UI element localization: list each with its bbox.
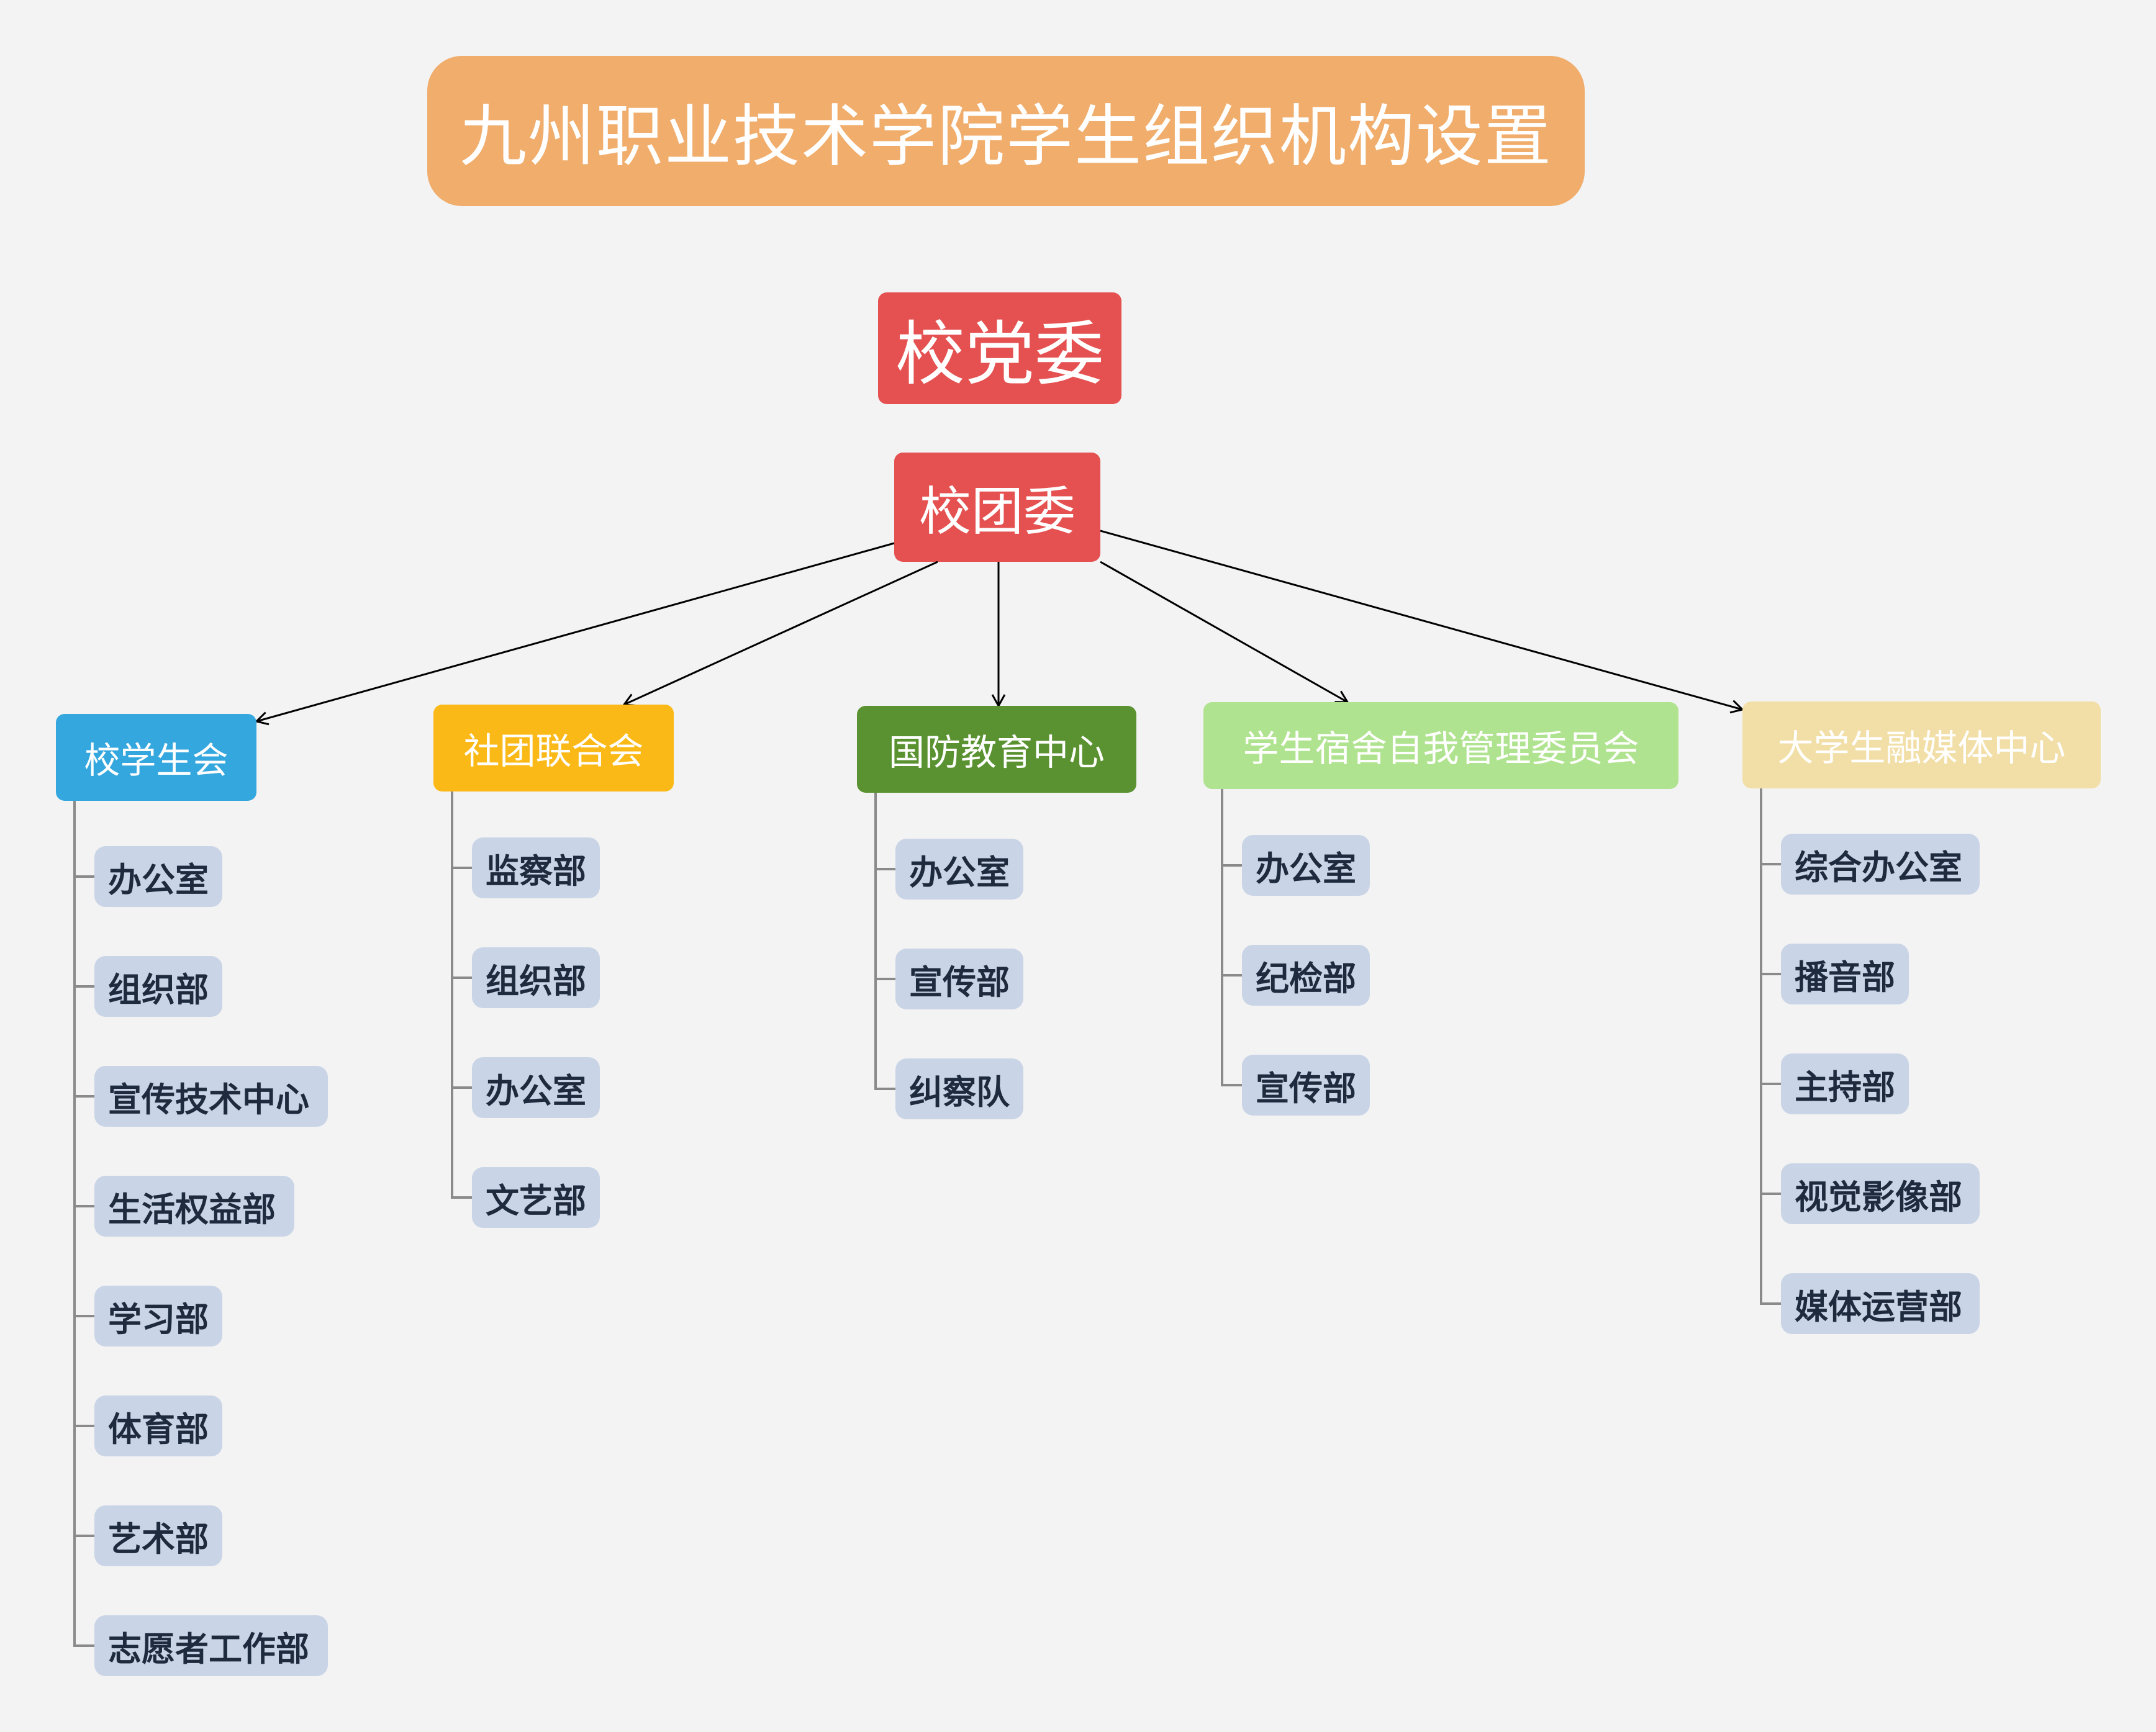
department-item[interactable]: 播音部 — [1781, 944, 1909, 1004]
leaf-connector — [1760, 1083, 1781, 1085]
branch-spine-2 — [874, 793, 877, 1090]
leaf-connector — [73, 1425, 94, 1427]
diagram-title: 九州职业技术学院学生组织机构设置 — [427, 56, 1585, 206]
node-party-committee[interactable]: 校党委 — [878, 292, 1121, 404]
department-item[interactable]: 宣传部 — [895, 949, 1023, 1009]
leaf-connector — [1760, 863, 1781, 865]
department-item[interactable]: 纠察队 — [895, 1058, 1023, 1119]
node-youth-league-committee[interactable]: 校团委 — [894, 453, 1100, 562]
edge-league-to-branch-1 — [622, 561, 938, 707]
department-item[interactable]: 主持部 — [1781, 1053, 1909, 1114]
department-item[interactable]: 办公室 — [895, 839, 1023, 900]
department-item[interactable]: 视觉影像部 — [1781, 1163, 1980, 1224]
department-item[interactable]: 组织部 — [472, 947, 600, 1008]
branch-node-0[interactable]: 校学生会 — [56, 714, 256, 801]
leaf-connector — [73, 1535, 94, 1537]
edge-league-to-branch-0 — [255, 542, 895, 726]
leaf-connector — [73, 1315, 94, 1317]
leaf-connector — [1760, 1302, 1781, 1305]
branch-node-3[interactable]: 学生宿舍自我管理委员会 — [1203, 702, 1678, 789]
branch-spine-1 — [451, 792, 453, 1199]
department-item[interactable]: 文艺部 — [472, 1167, 600, 1228]
department-item[interactable]: 监察部 — [472, 837, 600, 898]
leaf-connector — [1221, 1084, 1242, 1086]
department-item[interactable]: 综合办公室 — [1781, 834, 1980, 895]
leaf-connector — [73, 1095, 94, 1098]
leaf-connector — [874, 1088, 895, 1090]
department-item[interactable]: 组织部 — [94, 956, 222, 1017]
branch-spine-4 — [1760, 788, 1762, 1305]
edge-league-to-branch-4 — [1100, 530, 1744, 714]
department-item[interactable]: 体育部 — [94, 1396, 222, 1456]
leaf-connector — [451, 1086, 472, 1089]
department-item[interactable]: 办公室 — [472, 1057, 600, 1118]
branch-node-4[interactable]: 大学生融媒体中心 — [1742, 701, 2101, 788]
branch-node-1[interactable]: 社团联合会 — [433, 705, 674, 792]
department-item[interactable]: 办公室 — [94, 846, 222, 907]
leaf-connector — [73, 1644, 94, 1647]
leaf-connector — [73, 875, 94, 878]
department-item[interactable]: 艺术部 — [94, 1505, 222, 1566]
department-item[interactable]: 媒体运营部 — [1781, 1273, 1980, 1334]
leaf-connector — [73, 1205, 94, 1207]
leaf-connector — [1221, 974, 1242, 977]
leaf-connector — [874, 978, 895, 980]
department-item[interactable]: 学习部 — [94, 1286, 222, 1346]
department-item[interactable]: 宣传部 — [1242, 1055, 1370, 1116]
department-item[interactable]: 宣传技术中心 — [94, 1066, 328, 1127]
leaf-connector — [451, 1196, 472, 1199]
department-item[interactable]: 纪检部 — [1242, 945, 1370, 1006]
branch-spine-0 — [73, 801, 76, 1647]
branch-node-2[interactable]: 国防教育中心 — [857, 706, 1136, 793]
leaf-connector — [73, 985, 94, 988]
leaf-connector — [451, 977, 472, 979]
leaf-connector — [1760, 973, 1781, 975]
leaf-connector — [1760, 1193, 1781, 1195]
leaf-connector — [1221, 864, 1242, 867]
leaf-connector — [874, 868, 895, 870]
department-item[interactable]: 办公室 — [1242, 835, 1370, 896]
leaf-connector — [451, 867, 472, 869]
department-item[interactable]: 志愿者工作部 — [94, 1615, 328, 1676]
edge-league-to-branch-3 — [1100, 561, 1349, 703]
branch-spine-3 — [1221, 789, 1223, 1086]
department-item[interactable]: 生活权益部 — [94, 1176, 294, 1237]
